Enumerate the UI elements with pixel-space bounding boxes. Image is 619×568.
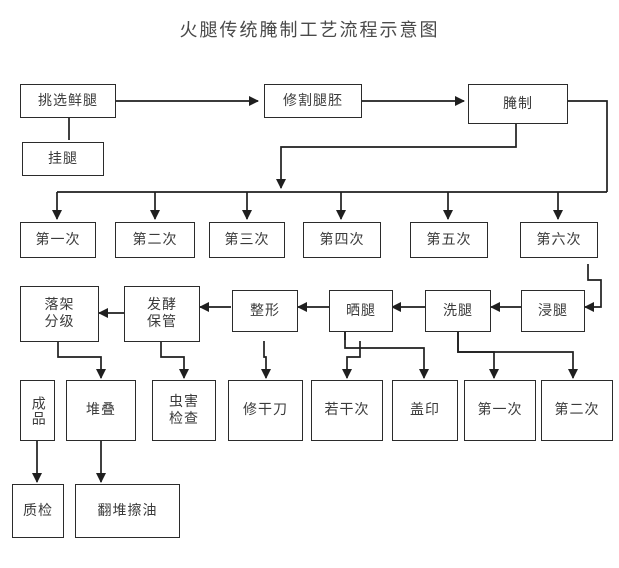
node-label: 修干刀 [243,402,288,419]
node-label: 成品 [29,395,46,426]
node-label: 第一次 [477,402,523,419]
node-salt-pass-6[interactable]: 第六次 [520,222,598,258]
node-label: 第五次 [426,231,472,248]
node-soaking[interactable]: 浸腿 [521,290,585,332]
node-pick-fresh-leg[interactable]: 挑选鲜腿 [20,84,116,118]
node-label: 第二次 [554,402,600,419]
diagram-title: 火腿传统腌制工艺流程示意图 [179,20,440,41]
node-label: 浸腿 [538,302,568,319]
node-several-times[interactable]: 若干次 [311,380,383,441]
node-sun-drying[interactable]: 晒腿 [329,290,393,332]
node-label-line1: 虫害 [169,393,199,410]
node-trim-leg-blank[interactable]: 修割腿胚 [264,84,362,118]
node-salt-pass-5[interactable]: 第五次 [410,222,488,258]
node-leg-washing[interactable]: 洗腿 [425,290,491,332]
node-ferment-storage[interactable]: 发酵 保管 [124,286,200,342]
node-salt-pass-1[interactable]: 第一次 [20,222,96,258]
node-label: 第二次 [132,231,178,248]
node-curing[interactable]: 腌制 [468,84,568,124]
node-label: 整形 [250,302,280,319]
node-salt-pass-3[interactable]: 第三次 [209,222,285,258]
node-wash-pass-1[interactable]: 第一次 [464,380,536,441]
node-label: 第四次 [319,231,365,248]
node-salt-pass-2[interactable]: 第二次 [115,222,195,258]
node-hang-leg[interactable]: 挂腿 [22,142,104,176]
node-label: 修割腿胚 [283,92,343,109]
node-turn-stack-oil-rub[interactable]: 翻堆擦油 [75,484,180,538]
node-label-line2: 保管 [147,314,177,330]
node-label: 堆叠 [86,402,116,419]
node-dry-knife-trim[interactable]: 修干刀 [228,380,303,441]
node-shaping[interactable]: 整形 [232,290,298,332]
node-label: 挂腿 [48,150,78,167]
node-wash-pass-2[interactable]: 第二次 [541,380,613,441]
node-label: 第三次 [224,231,270,248]
node-unrack-grading[interactable]: 落架 分级 [20,286,99,342]
node-label-line1: 落架 [44,297,75,314]
node-label-line2: 检查 [169,410,199,427]
node-label: 盖印 [410,402,440,419]
node-label-line1: 发酵 [147,297,177,314]
node-label: 挑选鲜腿 [38,92,98,109]
node-label: 晒腿 [346,302,376,319]
node-stamping[interactable]: 盖印 [392,380,458,441]
node-label: 质检 [23,502,53,519]
node-quality-check[interactable]: 质检 [12,484,64,538]
node-label: 腌制 [503,95,533,112]
node-salt-pass-4[interactable]: 第四次 [303,222,381,258]
node-label: 第一次 [35,231,81,248]
node-label: 第六次 [536,231,582,248]
node-label-line2: 分级 [44,314,75,330]
node-pest-inspection[interactable]: 虫害 检查 [152,380,216,441]
node-label: 洗腿 [443,302,473,319]
node-stacking[interactable]: 堆叠 [66,380,136,441]
node-finished-product[interactable]: 成品 [20,380,55,441]
node-label: 若干次 [324,402,370,419]
node-label: 翻堆擦油 [97,502,158,519]
